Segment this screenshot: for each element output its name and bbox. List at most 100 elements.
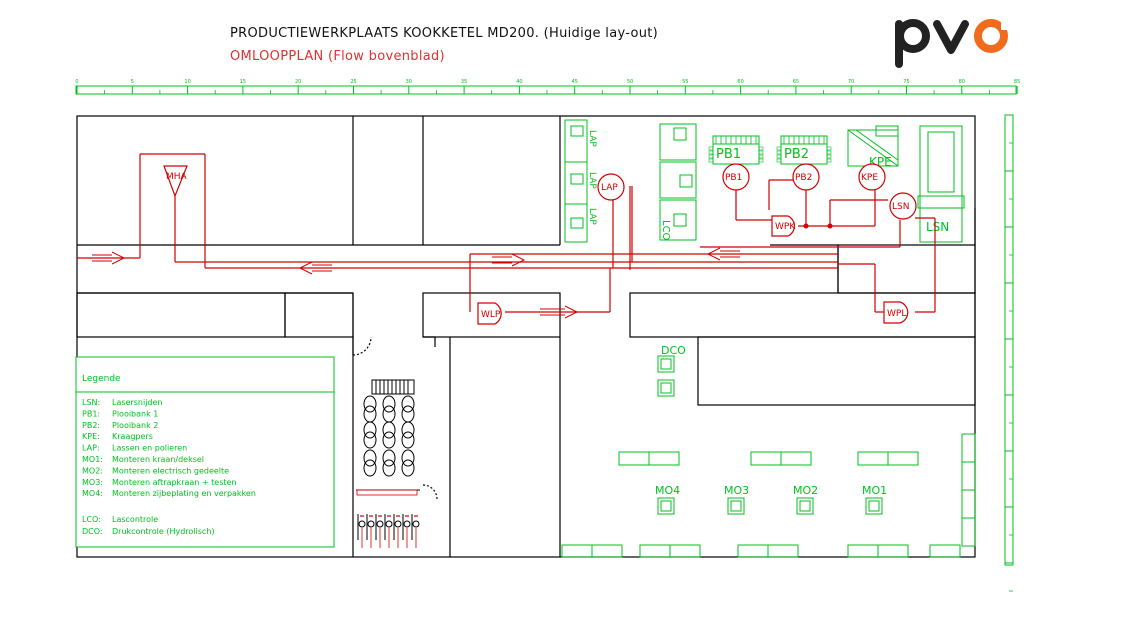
legend-description: Monteren electrisch gedeelte: [112, 466, 229, 475]
legend-code: LCO:: [82, 515, 101, 524]
legend-description: Monteren kraan/deksel: [112, 455, 204, 464]
ruler-tick-label: 45: [572, 79, 578, 85]
wpl-station-label: WPL: [887, 309, 906, 319]
washbasin-icon: [393, 514, 402, 548]
lsn-station-label: LSN: [892, 202, 909, 212]
legend-item: DCO: Drukcontrole (Hydrolisch): [82, 527, 215, 536]
washbasin-icon: [357, 514, 366, 548]
legend-item: PB1: Plooibank 1: [82, 409, 158, 418]
lap-machine-label-1: LAP: [587, 130, 597, 147]
lap-machine-label-3: LAP: [587, 208, 597, 225]
legend-item: MO4:Monteren zijbeplating en verpakken: [82, 489, 256, 498]
legend-description: Monteren aftrapkraan + testen: [112, 478, 237, 487]
legend-code: LSN:: [82, 398, 100, 407]
legend-code: MO1:: [82, 455, 103, 464]
lsn-station-icon: [889, 192, 917, 220]
ruler-tick-label: 0: [75, 79, 78, 85]
legend-code: MO2:: [82, 466, 103, 475]
washbasin-icon: [384, 514, 393, 548]
ruler-tick-label: 55: [682, 79, 688, 85]
mo4-label: MO4: [655, 484, 680, 497]
ruler-tick-label: 85: [1014, 79, 1020, 85]
legend-item: MO2: Monteren electrisch gedeelte: [82, 466, 229, 475]
legend-description: Lascontrole: [112, 515, 158, 524]
legend-description: Drukcontrole (Hydrolisch): [112, 527, 215, 536]
washbasin-icon: [402, 514, 411, 548]
legend-code: MO3:: [82, 478, 103, 487]
mha-label: MHA: [166, 172, 188, 182]
chair-icon: [401, 449, 415, 477]
lap-station-label: LAP: [601, 183, 618, 193]
mo3-label: MO3: [724, 484, 749, 497]
ruler-tick-label: 40: [516, 79, 522, 85]
kpe-station-icon: [858, 163, 886, 191]
legend-code: DCO:: [82, 527, 103, 536]
legend-description: Lassen en polieren: [112, 444, 187, 453]
ruler-tick-label: 50: [627, 79, 633, 85]
ruler-tick-label: 60: [737, 79, 743, 85]
washbasin-icon: [411, 514, 420, 548]
press-brake-teeth: [708, 136, 832, 163]
pb1-station-label: PB1: [725, 173, 742, 183]
pb2-machine-label: PB2: [784, 147, 809, 162]
chair-icon: [382, 449, 396, 477]
kpe-station-label: KPE: [861, 173, 878, 183]
flow-lines: [77, 153, 936, 313]
chair-icon: [363, 449, 377, 477]
legend-item: LSN: Lasersnijden: [82, 398, 163, 407]
legend-item: KPE: Kraagpers: [82, 432, 153, 441]
legend-code: PB1:: [82, 409, 100, 418]
flow-arrows: [92, 247, 740, 319]
legend-description: Lasersnijden: [112, 398, 163, 407]
chair-icon: [363, 421, 377, 449]
lap-station-icon: [597, 173, 625, 201]
ruler-tick-label: 30: [406, 79, 412, 85]
legend-item: LCO: Lascontrole: [82, 515, 158, 524]
lsn-machine-label: LSN: [926, 220, 949, 234]
chair-icon: [401, 395, 415, 423]
lco-label: LCO: [660, 220, 671, 241]
ruler-tick-label: 75: [903, 79, 909, 85]
ruler-tick-label: 25: [350, 79, 356, 85]
plan-subtitle: OMLOOPPLAN (Flow bovenblad): [230, 49, 445, 64]
legend-description: Kraagpers: [112, 432, 153, 441]
pb2-station-label: PB2: [795, 173, 812, 183]
chair-icon: [382, 395, 396, 423]
legend-code: LAP:: [82, 444, 100, 453]
legend-description: Plooibank 1: [112, 409, 158, 418]
canteen-tables: [371, 379, 415, 395]
pvo-logo: [895, 18, 1013, 68]
mha-hopper-icon: [163, 165, 188, 198]
mo1-label: MO1: [862, 484, 887, 497]
legend-description: Monteren zijbeplating en verpakken: [112, 489, 256, 498]
legend-code: KPE:: [82, 432, 100, 441]
wlp-station-label: WLP: [481, 310, 501, 320]
plan-title: PRODUCTIEWERKPLAATS KOOKKETEL MD200. (Hu…: [230, 26, 659, 41]
legend-item: MO3: Monteren aftrapkraan + testen: [82, 478, 237, 487]
dco-label: DCO: [661, 344, 686, 357]
ruler-tick-label: 80: [959, 79, 965, 85]
canteen-chairs: [363, 395, 415, 477]
ruler-tick-label: 35: [461, 79, 467, 85]
legend-title: Legende: [82, 374, 121, 384]
ruler-tick-label: 20: [295, 79, 301, 85]
legend-item: LAP: Lassen en polieren: [82, 444, 187, 453]
building-walls: [76, 115, 976, 558]
pb1-machine-label: PB1: [716, 147, 741, 162]
wpk-station-label: WPK: [775, 222, 796, 232]
legend-description: Plooibank 2: [112, 421, 158, 430]
chair-icon: [382, 421, 396, 449]
chair-icon: [401, 421, 415, 449]
pb2-station-icon: [792, 163, 820, 191]
wpk-station-icon: [771, 215, 796, 237]
station-markers: [477, 163, 917, 325]
ruler-tick-label: 5: [131, 79, 134, 85]
legend-code: PB2:: [82, 421, 100, 430]
ruler-tick-label: 10: [184, 79, 190, 85]
washbasin-icon: [375, 514, 384, 548]
legend-item: MO1: Monteren kraan/deksel: [82, 455, 204, 464]
wpl-station-icon: [883, 301, 909, 324]
